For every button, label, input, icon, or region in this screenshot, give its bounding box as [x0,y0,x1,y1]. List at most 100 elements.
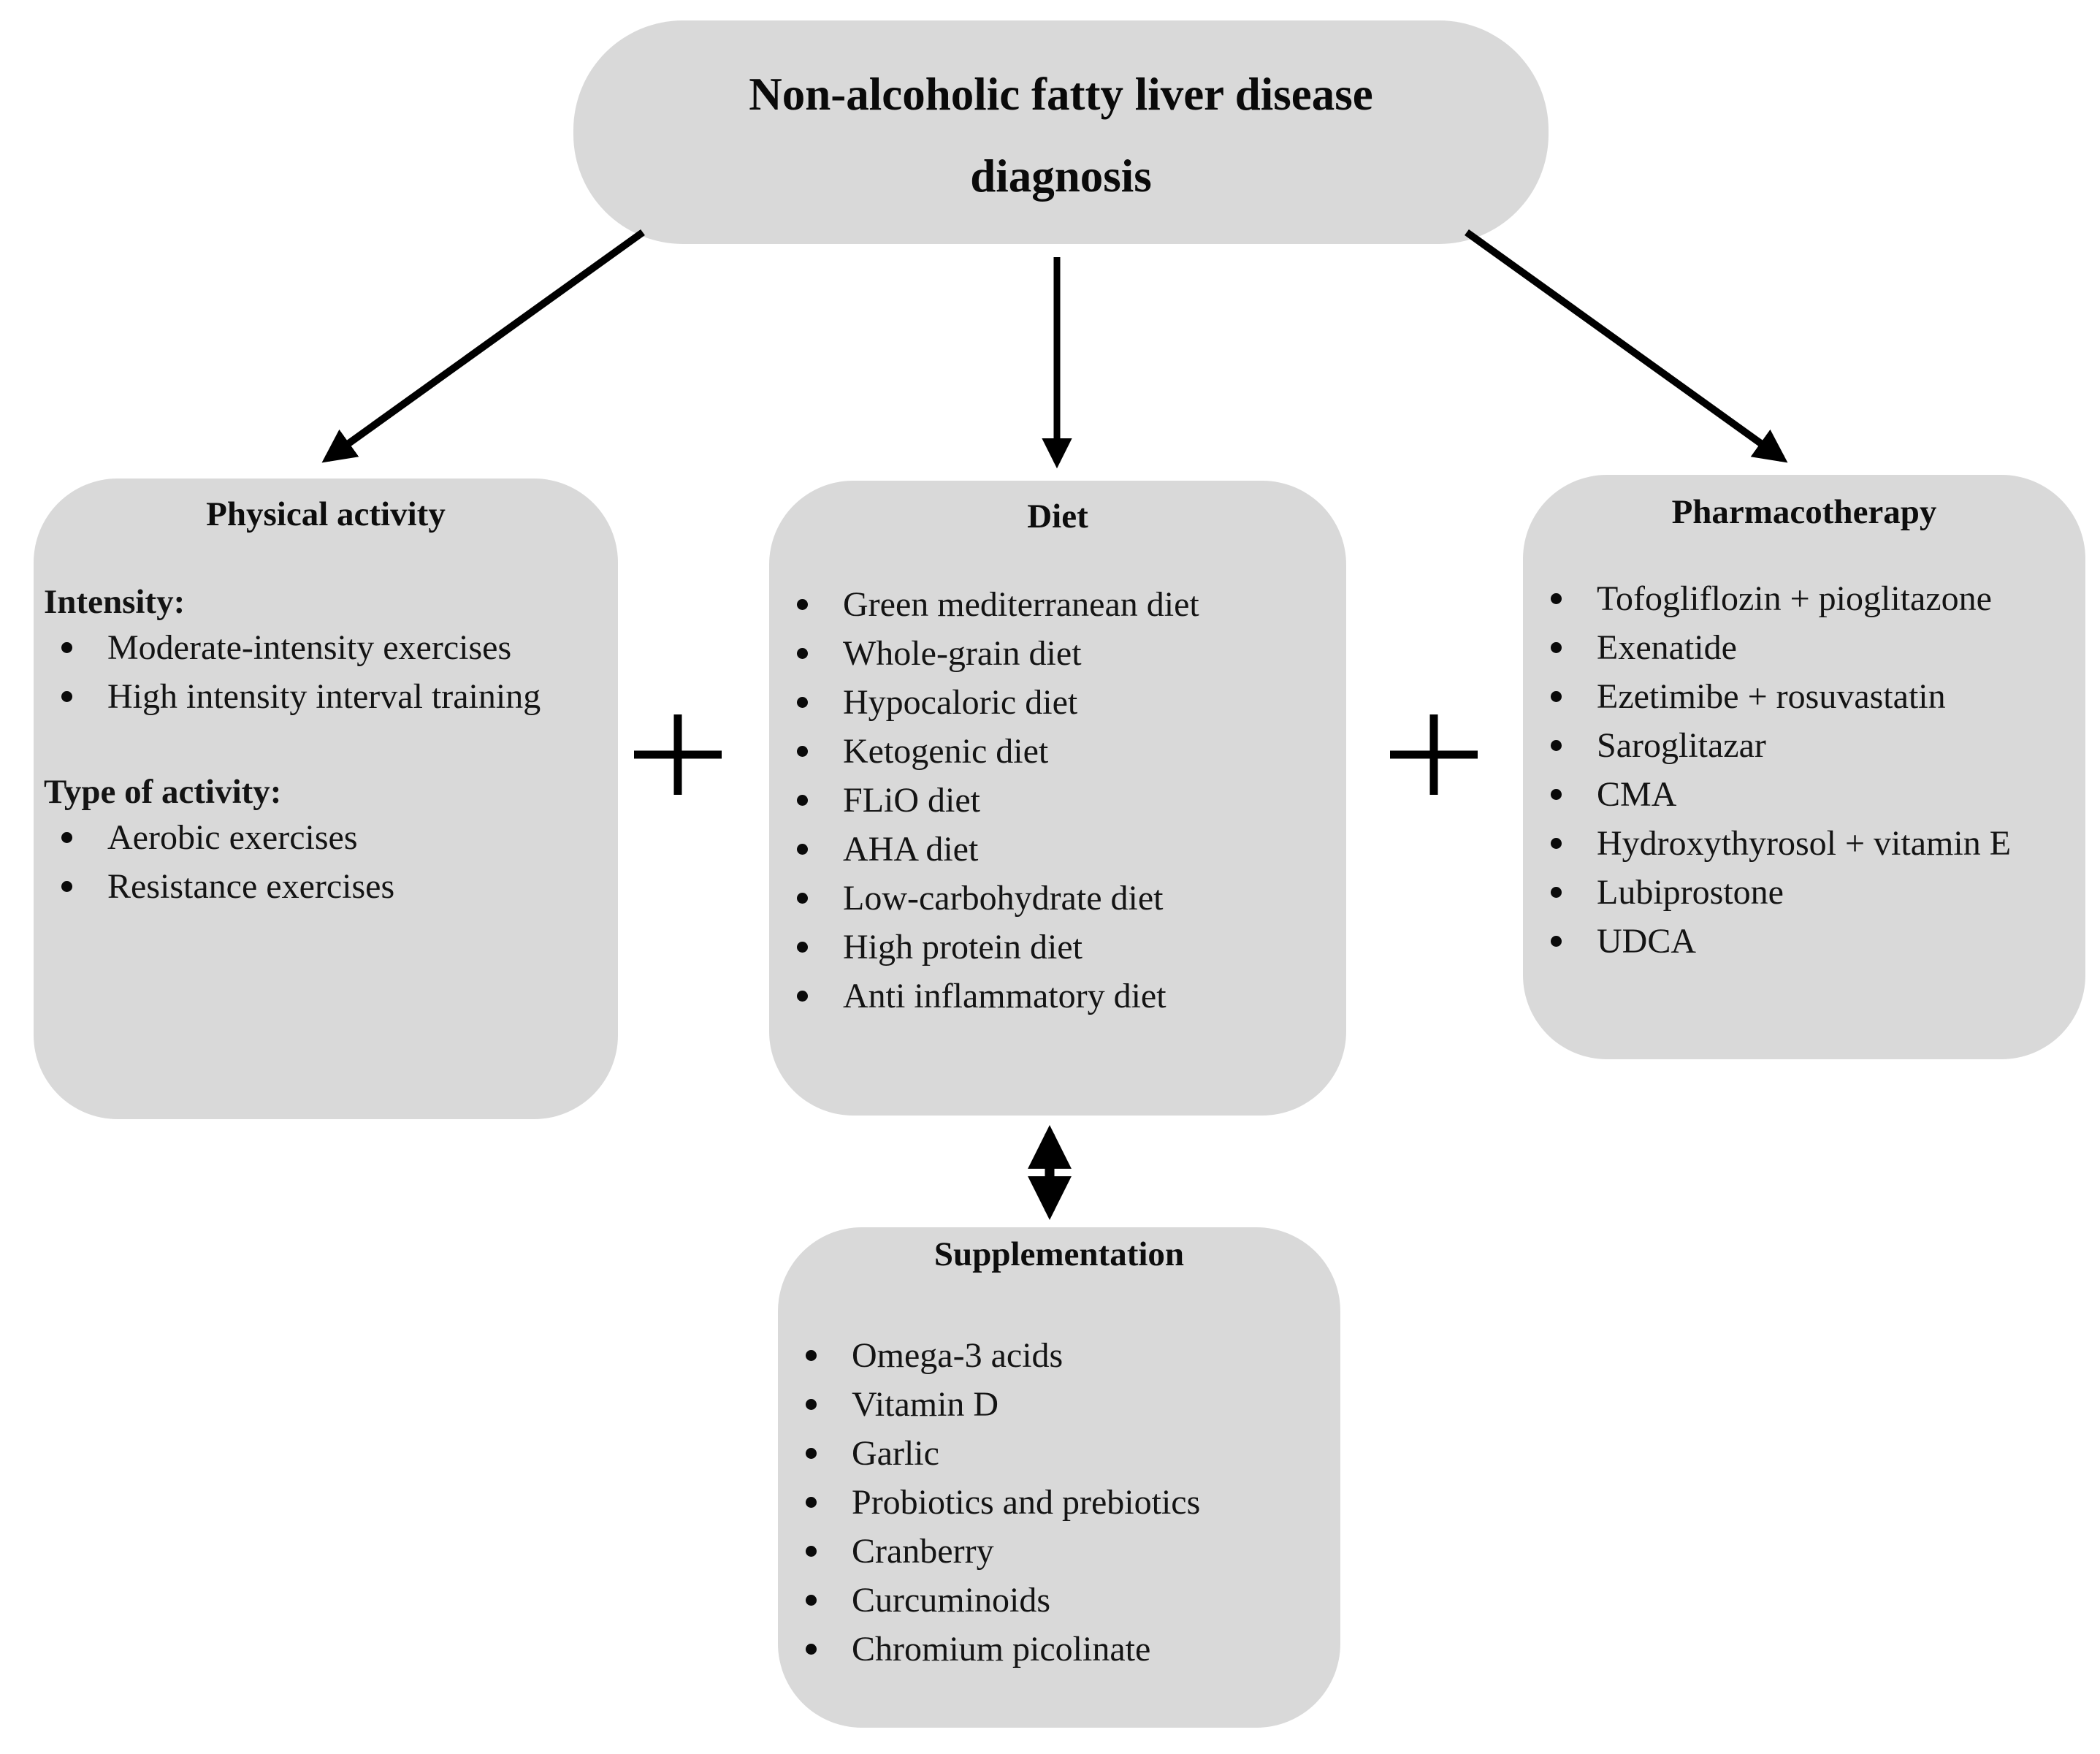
pharmacotherapy-heading: Pharmacotherapy [1671,493,1937,531]
plus-icon-right [1390,714,1478,795]
list-item-text: Hypocaloric diet [843,683,1078,722]
list-item-text: Cranberry [852,1532,994,1571]
bullet-icon [797,795,808,806]
list-item: High intensity interval training [34,672,618,721]
bullet-icon [1551,887,1562,898]
list-item-text: Tofogliflozin + pioglitazone [1597,579,1992,618]
list-item-text: Ketogenic diet [843,732,1049,771]
list-item-text: Omega-3 acids [852,1336,1064,1375]
bullet-icon [797,746,808,757]
list-item: CMA [1523,770,2085,819]
list-item-text: High intensity interval training [107,677,541,716]
list-item-text: Ezetimibe + rosuvastatin [1597,677,1946,716]
bullet-icon [806,1595,817,1606]
list-item-text: Moderate-intensity exercises [107,628,512,667]
bullet-icon [1551,936,1562,947]
bullet-icon [61,691,72,702]
list-item-text: Low-carbohydrate diet [843,879,1164,918]
list-item-text: Curcuminoids [852,1581,1050,1620]
list-item: Cranberry [778,1527,1340,1576]
list-item-text: Vitamin D [852,1385,999,1424]
list-item: Garlic [778,1429,1340,1478]
list-item: Vitamin D [778,1380,1340,1429]
list-item: Anti inflammatory diet [769,972,1346,1021]
list-item: Moderate-intensity exercises [34,623,618,672]
list-item-text: Whole-grain diet [843,634,1082,673]
bullet-icon [1551,838,1562,849]
list-item: Omega-3 acids [778,1331,1340,1380]
list-item-text: AHA diet [843,830,979,869]
list-item-text: Garlic [852,1434,939,1473]
list-item: Hypocaloric diet [769,678,1346,727]
list-item: Whole-grain diet [769,629,1346,678]
list-item: Low-carbohydrate diet [769,874,1346,923]
node-physical-activity: Physical activity Intensity: Moderate-in… [34,478,618,1119]
list-item-text: Chromium picolinate [852,1630,1151,1669]
list-item-text: Probiotics and prebiotics [852,1483,1201,1522]
bullet-icon [61,642,72,653]
list-item: Ezetimibe + rosuvastatin [1523,672,2085,721]
diagram-title-line1: Non-alcoholic fatty liver disease [749,69,1373,120]
list-item: UDCA [1523,917,2085,966]
list-item-text: UDCA [1597,922,1697,961]
list-item-text: Resistance exercises [107,867,395,906]
node-pharmacotherapy: Pharmacotherapy Tofogliflozin + pioglita… [1523,475,2085,1059]
bullet-icon [806,1448,817,1459]
list-item: High protein diet [769,923,1346,972]
intensity-label: Intensity: [44,583,186,621]
bullet-icon [1551,642,1562,653]
arrow-diagnosis-to-physical-activity [321,229,645,463]
list-item-text: CMA [1597,775,1677,814]
bullet-icon [1551,740,1562,751]
list-item: Hydroxythyrosol + vitamin E [1523,819,2085,868]
list-item: Curcuminoids [778,1576,1340,1625]
bullet-icon [61,832,72,843]
type-of-activity-label: Type of activity: [44,773,282,811]
bullet-icon [797,599,808,610]
bullet-icon [61,881,72,892]
node-diagnosis: Non-alcoholic fatty liver disease diagno… [573,20,1549,244]
list-item: AHA diet [769,825,1346,874]
list-item: Resistance exercises [34,862,618,911]
diet-heading: Diet [1027,497,1088,535]
bullet-icon [797,844,808,855]
bullet-icon [797,648,808,659]
diagram-title-line2: diagnosis [970,150,1152,202]
list-item-text: Green mediterranean diet [843,585,1199,624]
bullet-icon [797,893,808,904]
list-item: Aerobic exercises [34,813,618,862]
bullet-icon [797,697,808,708]
list-item-text: Anti inflammatory diet [843,977,1167,1015]
list-item: Green mediterranean diet [769,580,1346,629]
bullet-icon [797,942,808,953]
bullet-icon [806,1644,817,1655]
supplementation-heading: Supplementation [933,1235,1185,1273]
list-item-text: Aerobic exercises [107,818,358,857]
bullet-icon [1551,789,1562,800]
list-item: FLiO diet [769,776,1346,825]
list-item-text: Hydroxythyrosol + vitamin E [1597,824,2012,863]
bullet-icon [806,1399,817,1410]
list-item-text: Saroglitazar [1597,726,1766,765]
list-item: Chromium picolinate [778,1625,1340,1674]
bullet-icon [806,1350,817,1361]
bullet-icon [1551,593,1562,604]
list-item-text: FLiO diet [843,781,980,820]
bullet-icon [806,1546,817,1557]
plus-icon-left [634,714,722,795]
list-item-text: Lubiprostone [1597,873,1784,912]
bullet-icon [797,991,808,1002]
bullet-icon [1551,691,1562,702]
list-item: Ketogenic diet [769,727,1346,776]
list-item: Exenatide [1523,623,2085,672]
list-item: Tofogliflozin + pioglitazone [1523,574,2085,623]
